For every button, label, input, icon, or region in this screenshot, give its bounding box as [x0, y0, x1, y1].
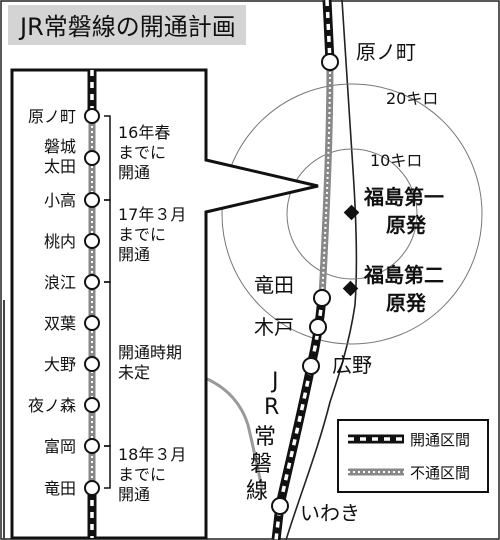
svg-text:までに: までに: [118, 143, 166, 162]
iwakiota-line1: 磐城: [44, 137, 76, 156]
svg-text:福島第二: 福島第二: [363, 263, 444, 287]
note-section-2: 17年３月 までに 開通: [118, 205, 186, 264]
legend-box: [337, 419, 489, 493]
svg-text:浪江: 浪江: [44, 273, 76, 292]
note-section-3: 開通時期 未定: [118, 343, 182, 382]
note-section-4: 18年３月 までに 開通: [118, 445, 186, 504]
svg-text:未定: 未定: [118, 363, 150, 382]
svg-text:原発: 原発: [386, 291, 427, 315]
svg-text:開通: 開通: [118, 245, 150, 264]
inset-station-futaba: 双葉: [44, 314, 100, 333]
svg-text:常: 常: [254, 425, 276, 450]
svg-text:竜田: 竜田: [254, 273, 294, 297]
inset-station-momouchi: 桃内: [44, 232, 100, 251]
plant-fukushima-daiichi: 福島第一 原発: [343, 185, 444, 237]
svg-text:開通: 開通: [118, 163, 150, 182]
svg-text:R: R: [264, 395, 279, 420]
inset-station-ono: 大野: [44, 355, 100, 374]
svg-text:大野: 大野: [44, 355, 76, 374]
inset-station-odaka: 小高: [44, 191, 100, 210]
railway-open-north: [322, 0, 335, 63]
jr-line-label: J R 常 磐 線: [246, 369, 279, 504]
inset-station-tomioka: 富岡: [44, 437, 100, 456]
svg-text:17年３月: 17年３月: [118, 205, 186, 224]
map-station-tatsuta: 竜田: [254, 273, 331, 307]
svg-text:竜田: 竜田: [44, 479, 76, 498]
ring-20km-label: 20キロ: [386, 89, 438, 108]
svg-text:原ノ町: 原ノ町: [356, 40, 416, 64]
svg-text:磐: 磐: [250, 452, 272, 477]
svg-text:線: 線: [246, 479, 268, 504]
map-station-haranomachi: 原ノ町: [321, 40, 416, 71]
legend-item-open: 開通区間: [348, 431, 470, 449]
svg-text:開通: 開通: [118, 485, 150, 504]
inset-station-iwakiota: 磐城 太田: [44, 137, 100, 176]
legend-item-closed: 不通区間: [348, 464, 470, 482]
svg-text:16年春: 16年春: [118, 123, 170, 142]
inland-road: [204, 376, 264, 489]
svg-text:桃内: 桃内: [44, 232, 76, 251]
svg-text:福島第一: 福島第一: [363, 185, 444, 209]
svg-text:開通時期: 開通時期: [118, 343, 182, 362]
svg-text:小高: 小高: [44, 191, 76, 210]
ring-10km: [286, 148, 418, 280]
map-station-kido: 木戸: [254, 315, 327, 339]
svg-text:までに: までに: [118, 465, 166, 484]
coastline: [285, 0, 358, 540]
map-title: JR常磐線の開通計画: [18, 13, 236, 41]
plant-fukushima-daini: 福島第二 原発: [342, 263, 444, 315]
svg-text:原ノ町: 原ノ町: [28, 107, 76, 126]
bracket-section-4: [104, 445, 111, 489]
iwakiota-line2: 太田: [44, 157, 76, 176]
svg-text:富岡: 富岡: [44, 437, 76, 456]
note-section-1: 16年春 までに 開通: [118, 123, 170, 182]
plant-marker-icon: [343, 204, 360, 221]
svg-text:双葉: 双葉: [44, 314, 76, 333]
svg-text:J: J: [270, 369, 279, 394]
inset-station-tatsuta: 竜田: [44, 479, 100, 498]
map-station-iwaki: いわき: [271, 497, 360, 525]
svg-text:いわき: いわき: [300, 501, 360, 525]
inset-callout-border: [10, 68, 319, 540]
svg-text:木戸: 木戸: [254, 315, 294, 339]
svg-text:夜ノ森: 夜ノ森: [28, 396, 76, 415]
svg-text:までに: までに: [118, 225, 166, 244]
inset-station-namie: 浪江: [44, 273, 100, 292]
ring-10km-label: 10キロ: [370, 151, 422, 170]
inset-station-haranomachi: 原ノ町: [28, 107, 100, 126]
inset-station-yonomori: 夜ノ森: [28, 396, 100, 415]
title-background: [8, 5, 246, 45]
ring-20km: [221, 83, 483, 345]
svg-text:開通区間: 開通区間: [410, 431, 470, 449]
svg-text:不通区間: 不通区間: [410, 464, 470, 482]
svg-text:18年３月: 18年３月: [118, 445, 186, 464]
map-station-hirono: 広野: [302, 353, 372, 377]
svg-text:広野: 広野: [332, 353, 372, 377]
railway-closed: [318, 61, 334, 299]
svg-text:原発: 原発: [386, 213, 427, 237]
